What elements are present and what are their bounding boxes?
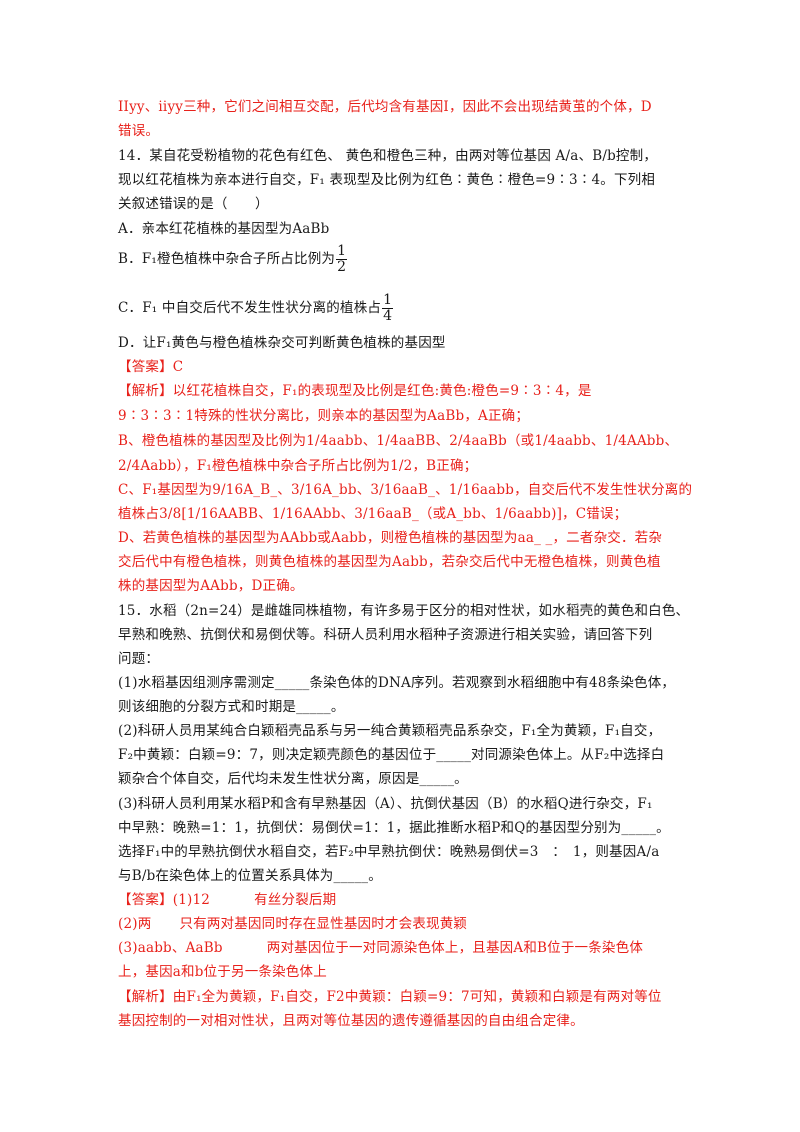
fraction-numerator: 1 — [382, 292, 394, 309]
q14-explanation-line: 9∶3∶3∶1特殊的性状分离比，则亲本的基因型为AaBb，A正确； — [118, 408, 530, 424]
q15-part2: F₂中黄颖：白颖=9：7，则决定颖壳颜色的基因位于_____对同源染色体上。从F… — [118, 747, 665, 763]
fraction-denominator: 4 — [383, 308, 393, 324]
q15-answer-1: 【答案】(1)12 有丝分裂后期 — [118, 890, 336, 910]
q14-explanation-line: D、若黄色植株的基因型为AAbb或Aabb，则橙色植株的基因型为aa_ _，二者… — [118, 530, 663, 546]
q14-explanation-line: 植株占3/8[1/16AABB、1/16AAbb、3/16aaB_（或A_bb、… — [118, 506, 628, 522]
q15-explanation-line: 【解析】由F₁全为黄颖，F₁自交，F2中黄颖：白颖=9：7可知，黄颖和白颖是有两… — [118, 989, 662, 1005]
q15-answer-3-cont: 上，基因a和b位于另一条染色体上 — [118, 964, 327, 980]
q15-part2: (2)科研人员用某纯合白颖稻壳品系与另一纯合黄颖稻壳品系杂交，F₁全为黄颖，F₁… — [118, 723, 662, 739]
q14-explanation-line: 交后代中有橙色植株，则黄色植株的基因型为Aabb，若杂交后代中无橙色植株，则黄色… — [118, 554, 661, 570]
q15-part3: 中早熟：晚熟=1：1，抗倒伏：易倒伏=1：1，据此推断水稻P和Q的基因型分别为_… — [118, 820, 670, 836]
answer-text: 有丝分裂后期 — [254, 892, 337, 908]
answer-label: 【答案】(1)12 — [118, 892, 211, 908]
q15-part2: 颖杂合个体自交，后代均未发生性状分离，原因是_____。 — [118, 771, 468, 787]
q14-stem: 14．某自花受粉植物的花色有红色、 黄色和橙色三种，由两对等位基因 A/a、B/… — [118, 148, 658, 164]
answer-text: 只有两对基因同时存在显性基因时才会表现黄颖 — [179, 916, 468, 932]
q15-part3: 选择F₁中的早熟抗倒伏水稻自交，若F₂中早熟抗倒伏：晚熟易倒伏=3 ： 1，则基… — [118, 844, 660, 860]
q15-explanation-line: 基因控制的一对相对性状，且两对等位基因的遗传遵循基因的自由组合定律。 — [118, 1013, 584, 1029]
q15-part3: 与B/b在染色体上的位置关系具体为_____。 — [118, 868, 382, 884]
q14-explanation-line: 2/4Aabb），F₁橙色植株中杂合子所占比例为1/2，B正确； — [118, 458, 478, 474]
q14-explanation-line: 【解析】以红花植株自交，F₁的表现型及比例是红色:黄色:橙色=9∶3∶4，是 — [118, 383, 592, 399]
fraction-denominator: 2 — [337, 259, 347, 275]
q14-stem: 关叙述错误的是（ ） — [118, 196, 269, 212]
q15-answer-2: (2)两 只有两对基因同时存在显性基因时才会表现黄颖 — [118, 914, 467, 934]
q14-explanation-line: B、橙色植株的基因型及比例为1/4aabb、1/4aaBB、2/4aaBb（或1… — [118, 433, 679, 449]
q14-explanation-line: 株的基因型为AAbb，D正确。 — [118, 578, 304, 594]
answer-label: (3)aabb、AaBb — [118, 940, 223, 956]
q15-stem: 早熟和晚熟、抗倒伏和易倒伏等。科研人员利用水稻种子资源进行相关实验，请回答下列 — [118, 627, 653, 643]
q14-stem: 现以红花植株为亲本进行自交，F₁ 表现型及比例为红色∶黄色∶橙色=9∶3∶4。下… — [118, 172, 656, 188]
q15-part1: (1)水稻基因组测序需测定_____条染色体的DNA序列。若观察到水稻细胞中有4… — [118, 675, 676, 691]
prev-explanation-line: IIyy、iiyy三种，它们之间相互交配，后代均含有基因I，因此不会出现结黄茧的… — [118, 99, 652, 115]
q15-answer-3: (3)aabb、AaBb 两对基因位于一对同源染色体上，且基因A和B位于一条染色体 — [118, 938, 643, 958]
answer-text: 两对基因位于一对同源染色体上，且基因A和B位于一条染色体 — [266, 940, 644, 956]
q15-part3: (3)科研人员利用某水稻P和含有早熟基因（A）、抗倒伏基因（B）的水稻Q进行杂交… — [118, 796, 653, 812]
q15-stem: 15．水稻（2n=24）是雌雄同株植物，有许多易于区分的相对性状，如水稻壳的黄色… — [118, 603, 690, 619]
fraction-numerator: 1 — [336, 243, 348, 260]
q14-option-a: A．亲本红花植株的基因型为AaBb — [118, 221, 330, 237]
answer-label: (2)两 — [118, 916, 152, 932]
q15-part1: 则该细胞的分裂方式和时期是_____。 — [118, 699, 345, 715]
prev-explanation-line: 错误。 — [118, 123, 160, 139]
q14-answer: 【答案】C — [118, 359, 184, 375]
option-c-text: C．F₁ 中自交后代不发生性状分离的植株占 — [118, 300, 382, 316]
option-b-text: B．F₁橙色植株中杂合子所占比例为 — [118, 251, 336, 267]
q14-explanation-line: C、F₁基因型为9/16A_B_、3/16A_bb、3/16aaB_、1/16a… — [118, 482, 693, 498]
q15-stem: 问题： — [118, 651, 160, 667]
q14-option-d: D．让F₁黄色与橙色植株杂交可判断黄色植株的基因型 — [118, 335, 446, 351]
